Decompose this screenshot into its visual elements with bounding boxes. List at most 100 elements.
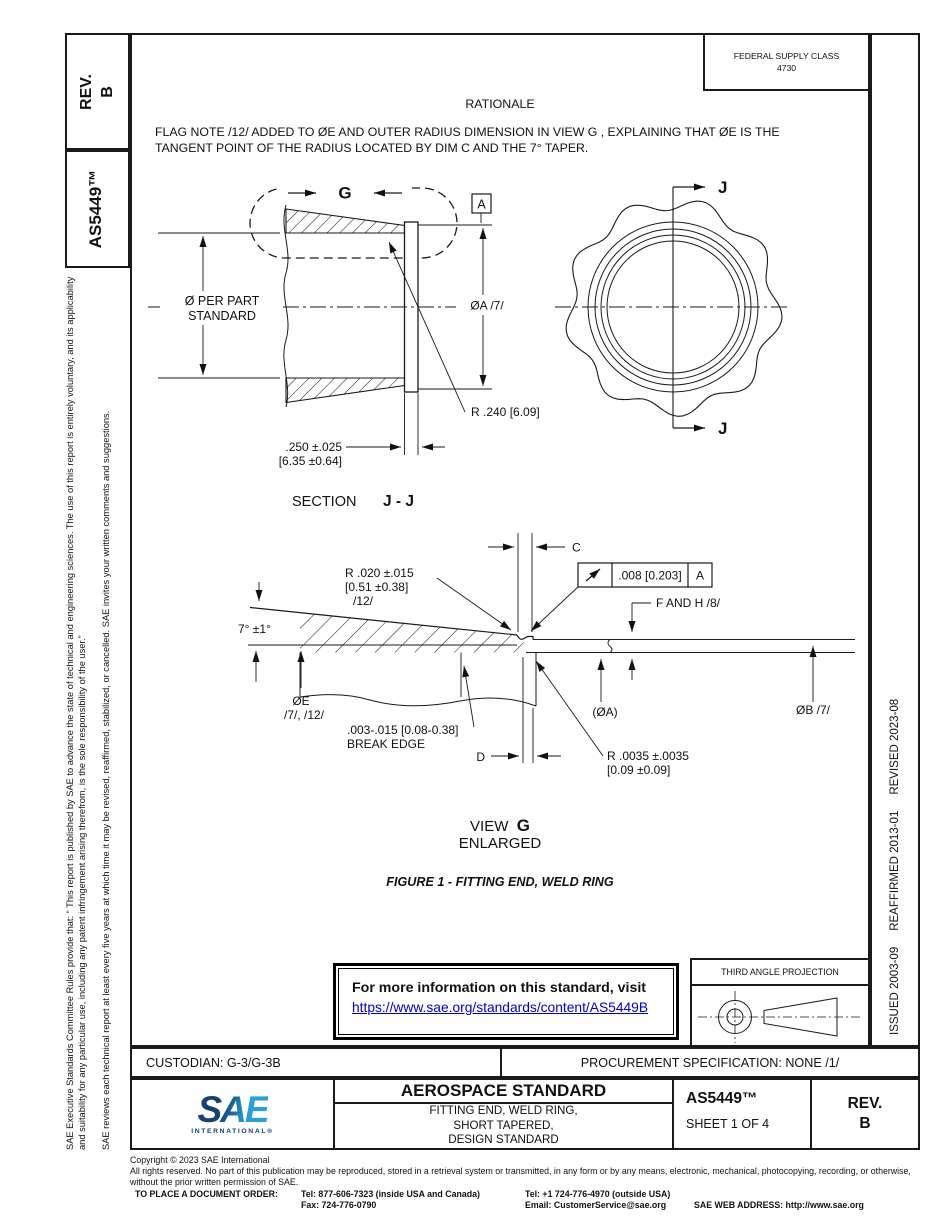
fax-label: Fax: 724-776-0790 [301, 1200, 377, 1210]
tel-inside: Tel: 877-606-7323 (inside USA and Canada… [301, 1189, 480, 1199]
view-g-letter: G [338, 184, 351, 203]
custodian-row: CUSTODIAN: G-3/G-3B PROCUREMENT SPECIFIC… [130, 1047, 920, 1078]
doc-subtitle-1: FITTING END, WELD RING, [429, 1104, 578, 1118]
strip-break-wavy [607, 639, 613, 653]
view-jj-drawing: J J [555, 178, 791, 438]
web-label: SAE WEB ADDRESS: http://www.sae.org [694, 1200, 864, 1210]
view-g-enlarged: ENLARGED [458, 835, 542, 852]
rev-box: REV.B [65, 33, 130, 150]
radius-lip-leader [535, 660, 604, 757]
rev-word: REV. [77, 73, 95, 110]
weld-ring-outer-wavy-edge [565, 200, 783, 417]
fsc-label: FEDERAL SUPPLY CLASS [733, 51, 840, 61]
projection-title: THIRD ANGLE PROJECTION [692, 960, 868, 986]
cut-label-top: J [718, 178, 727, 197]
dia-e-flags: /7/, /12/ [284, 708, 325, 722]
break-edge-leader [462, 665, 475, 728]
rev-letter: B [98, 85, 116, 98]
doc-number-cell: AS5449™ SHEET 1 OF 4 [674, 1080, 812, 1148]
copyright-line: Copyright © 2023 SAE International [130, 1155, 270, 1165]
view-word: VIEW [470, 818, 509, 835]
doc-number-box: AS5449™ [65, 150, 130, 268]
section-caption-letters: J - J [383, 493, 414, 510]
order-row-2: Fax: 724-776-0790 Email: CustomerService… [130, 1200, 930, 1211]
info-box-inner: For more information on this standard, v… [338, 968, 674, 1035]
procurement-cell: PROCUREMENT SPECIFICATION: NONE /1/ [580, 1055, 840, 1070]
revision-history-text: ISSUED 2003-09 REAFFIRMED 2013-01 REVISE… [889, 698, 901, 1035]
sae-logo: SAE INTERNATIONAL® [132, 1080, 335, 1148]
info-box-text: For more information on this standard, v… [352, 980, 647, 996]
break-edge-dim: .003-.015 [0.08-0.38] [347, 723, 458, 737]
dim-dia-a-label: ØA /7/ [470, 299, 504, 313]
legal-paragraph-2: SAE reviews each technical report at lea… [100, 410, 111, 1150]
title-block-middle: AEROSPACE STANDARD FITTING END, WELD RIN… [335, 1080, 674, 1148]
federal-supply-class-box: FEDERAL SUPPLY CLASS 4730 [703, 33, 870, 91]
radius-tip-flag: /12/ [353, 594, 374, 608]
rev-cell: REV. B [812, 1080, 918, 1148]
dim-part-standard-line2: STANDARD [188, 309, 256, 323]
footer: Copyright © 2023 SAE International All r… [130, 1155, 930, 1211]
lower-break-wavy [299, 652, 537, 707]
dim-radius-label: R .240 [6.09] [471, 405, 540, 419]
revision-history-strip: ISSUED 2003-09 REAFFIRMED 2013-01 REVISE… [870, 33, 920, 1047]
order-row-1: TO PLACE A DOCUMENT ORDER: Tel: 877-606-… [130, 1189, 930, 1200]
doc-subtitle: FITTING END, WELD RING, SHORT TAPERED, D… [335, 1104, 672, 1148]
dia-e-label: ØE [292, 694, 309, 708]
dim-width-mm: [6.35 ±0.64] [279, 454, 342, 468]
dia-b-label: ØB /7/ [796, 703, 831, 717]
doc-number-value: AS5449™ [686, 1090, 758, 1107]
fcf-datum: A [696, 569, 704, 583]
view-g-callout-ellipse [249, 187, 458, 259]
rationale-body: FLAG NOTE /12/ ADDED TO ØE AND OUTER RAD… [155, 125, 780, 155]
section-jj-drawing: G A Ø PER PART STANDARD ØA /7/ R .240 [6… [148, 179, 540, 510]
fcf-value: .008 [0.203] [618, 569, 681, 583]
rev-cell-label: REV. [847, 1095, 883, 1112]
cut-label-bottom: J [718, 419, 727, 438]
sae-logo-subtext: INTERNATIONAL® [191, 1128, 274, 1135]
radius-lip-in: R .0035 ±.0035 [607, 749, 689, 763]
dim-c-label: C [572, 541, 581, 555]
radius-tip-mm: [0.51 ±0.38] [345, 580, 408, 594]
datum-a-label: A [477, 198, 486, 212]
view-g-drawing: C R .020 ±.015 [0.51 ±0.38] /12/ .008 [0… [238, 533, 855, 777]
view-letter: G [516, 816, 530, 835]
email-label: Email: CustomerService@sae.org [525, 1200, 667, 1210]
sheet-number: SHEET 1 OF 4 [686, 1117, 770, 1131]
third-angle-projection-icon [698, 991, 860, 1043]
legal-sidebar: SAE Executive Standards Committee Rules … [63, 268, 130, 1150]
rev-cell-value: B [859, 1115, 871, 1132]
figure-caption: FIGURE 1 - FITTING END, WELD RING [386, 875, 614, 889]
sae-logo-text: SAE [197, 1089, 269, 1130]
taper-wall-hatch [300, 612, 526, 653]
info-box: For more information on this standard, v… [333, 963, 679, 1040]
rev-label: REV.B [76, 42, 120, 142]
order-label: TO PLACE A DOCUMENT ORDER: [135, 1189, 278, 1199]
legal-paragraph-1: SAE Executive Standards Committee Rules … [64, 276, 87, 1150]
view-g-caption: VIEW G [130, 816, 870, 836]
lower-wall-section [285, 377, 406, 404]
break-line-wavy [283, 204, 289, 408]
standard-url-link[interactable]: https://www.sae.org/standards/content/AS… [352, 1000, 649, 1015]
title-block: SAE INTERNATIONAL® AEROSPACE STANDARD FI… [130, 1078, 920, 1150]
fsc-value: 4730 [776, 63, 797, 73]
fcf-leader [530, 585, 580, 632]
radius-tip-leader [436, 577, 512, 631]
radius-lip-mm: [0.09 ±0.09] [607, 763, 670, 777]
angle-label: 7° ±1° [238, 622, 271, 636]
section-caption-prefix: SECTION [292, 494, 356, 510]
datum-a-box [471, 193, 492, 214]
dia-a-ref-label: (ØA) [592, 705, 617, 719]
radius-tip-in: R .020 ±.015 [345, 566, 414, 580]
doc-number-vertical: AS5449™ [85, 169, 105, 249]
projection-box: THIRD ANGLE PROJECTION [690, 958, 870, 1047]
rights-line: All rights reserved. No part of this pub… [130, 1166, 911, 1187]
wall-label: F AND H /8/ [656, 596, 721, 610]
dim-width-in: .250 ±.025 [285, 440, 342, 454]
dim-part-standard-line1: Ø PER PART [185, 294, 260, 308]
dim-d-label: D [476, 750, 485, 764]
rationale-title: RATIONALE [465, 97, 535, 111]
weld-lip-profile [516, 634, 534, 640]
doc-subtitle-2: SHORT TAPERED, [453, 1118, 554, 1132]
legal-text-rotated: SAE Executive Standards Committee Rules … [64, 268, 130, 1150]
